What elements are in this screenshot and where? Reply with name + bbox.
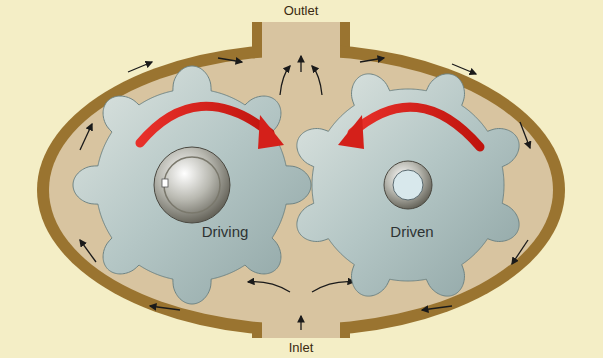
gear-shape xyxy=(288,65,528,305)
port-label: Inlet xyxy=(289,340,314,355)
port-label: Outlet xyxy=(284,3,319,18)
gear-label: Driven xyxy=(390,223,433,240)
gear-label: Driving xyxy=(202,223,249,240)
gear: Driven xyxy=(288,65,528,305)
gear-shape xyxy=(72,65,312,305)
gear: Driving xyxy=(72,65,312,305)
